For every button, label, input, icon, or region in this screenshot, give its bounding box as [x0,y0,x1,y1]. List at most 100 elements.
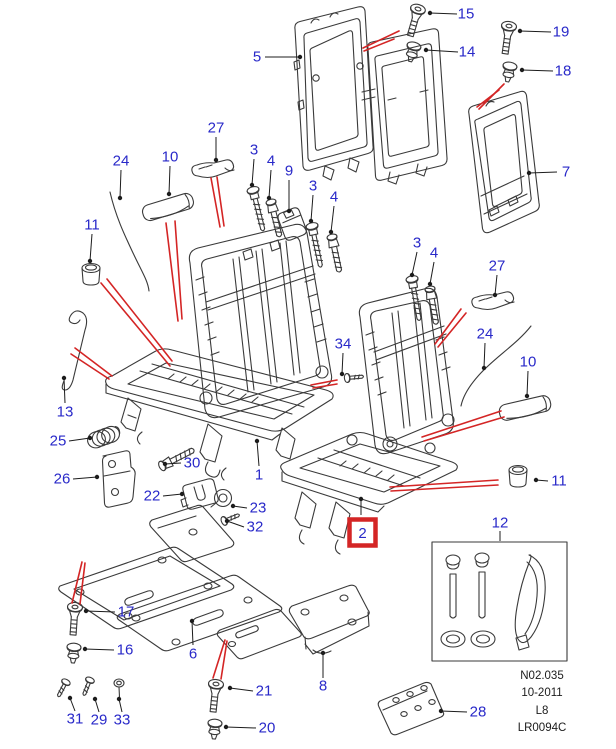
leader-line [63,377,66,404]
part-bracket-26 [101,450,136,508]
callout-13-21: 13 [57,404,74,421]
leader-line [118,698,123,713]
leader-line [256,440,260,467]
leader-dot [492,292,498,298]
part-bolt-4c [424,284,442,326]
part-plate-28 [377,681,445,736]
leader-dot [526,170,532,176]
callout-3-12: 3 [309,178,317,195]
leader-dot [320,650,326,656]
leader-dot [524,393,530,399]
callout-1-25: 1 [255,467,263,484]
red-highlight-line [212,639,226,679]
part-seat-back-panel-7 [468,90,540,234]
leader-dot [166,191,172,197]
leader-dot [179,491,185,497]
leader-dot [297,54,303,60]
leader-line [89,233,93,262]
part-bolt-31 [53,677,72,700]
leader-dot [409,272,415,278]
callout-27-17: 27 [489,258,506,275]
leader-line [330,205,335,233]
leader-line [526,370,529,397]
part-clip-20 [206,718,223,740]
leader-line [69,697,76,712]
callout-15-1: 15 [458,6,475,23]
leader-dot [94,474,100,480]
callout-10-20: 10 [520,354,537,371]
callout-7-5: 7 [562,164,570,181]
leader-dot [87,258,93,264]
leader-dot [87,435,93,441]
leader-dot [249,182,255,188]
red-highlight-line [100,282,171,367]
leader-line [94,698,100,713]
leader-dot [339,371,345,377]
callout-28-40: 28 [470,704,487,721]
part-seat-frame-1 [105,223,334,481]
red-highlight-line [71,561,83,604]
leader-dot [227,685,233,691]
leader-line [268,169,272,199]
leader-line [519,30,552,33]
leader-line [440,710,468,713]
callout-4-16: 4 [430,245,438,262]
leader-dot [266,195,272,201]
callout-17-31: 17 [118,604,135,621]
callout-24-19: 24 [477,326,494,343]
leader-dot [308,218,314,224]
leader-dot [517,28,523,34]
leader-line [528,171,558,174]
callout-24-8: 24 [113,153,130,170]
part-bolt-3a [245,184,270,233]
part-bolt-21 [205,678,225,714]
leader-dot [519,67,525,73]
leader-line [162,493,183,497]
leader-dot [162,461,168,467]
callout-33-36: 33 [114,712,131,729]
leader-line [164,462,182,465]
red-highlight-line [165,222,179,322]
part-cable-24-left [109,191,150,292]
part-cap-11-right [508,464,528,488]
part-clip-18 [499,60,519,84]
callout-4-10: 4 [267,153,275,170]
red-highlight-line [210,177,221,228]
leader-dot [189,618,195,624]
callout-19-3: 19 [553,24,570,41]
part-handle-10-right [498,395,552,421]
red-highlight-line [363,38,395,52]
part-roller-23 [210,488,233,508]
callout-14-2: 14 [459,44,476,61]
leader-line [225,726,257,729]
leader-line [341,352,344,375]
leader-dot [83,608,89,614]
selected-item-box[interactable] [347,517,378,548]
leader-dot [427,10,433,16]
part-spring-25 [87,425,121,449]
leader-dot [224,518,230,524]
leader-dot [328,229,334,235]
leader-line [483,342,486,369]
red-highlight-line [421,410,502,438]
part-cap-11-left [81,262,101,286]
part-bolt-4a [264,197,286,239]
leader-line [429,261,435,285]
leader-line [310,194,314,222]
red-highlight-line [423,416,505,442]
red-highlight-line [216,176,225,227]
drawing-ref-number: LR0094C [517,722,567,735]
callout-10-7: 10 [162,149,179,166]
red-highlight-line [79,562,86,605]
leader-line [411,251,418,276]
part-bolt-19 [497,19,518,56]
callout-25-22: 25 [50,433,67,450]
red-highlight-line [106,278,173,362]
leader-dot [286,208,292,214]
callout-22-26: 22 [144,488,161,505]
part-grommet-33 [113,678,125,698]
leader-line [226,520,245,528]
callout-4-13: 4 [330,189,338,206]
leader-dot [481,365,487,371]
leader-line [232,505,248,509]
